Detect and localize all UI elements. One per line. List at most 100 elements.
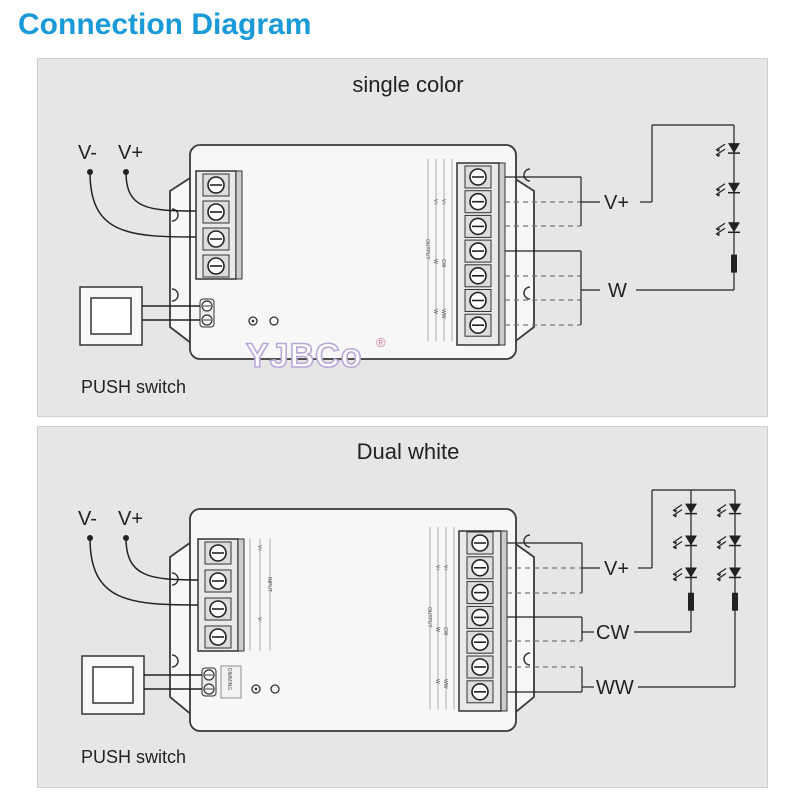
output-wiring: [505, 176, 600, 326]
led-diode-icon: [716, 535, 741, 550]
mount-notch: [523, 652, 531, 666]
silk-cw: CW: [440, 259, 446, 268]
resistor-icon: [688, 592, 694, 611]
silk-ww: WW: [440, 309, 446, 319]
silk-w: W: [432, 259, 438, 264]
terminal-screw: [202, 173, 230, 197]
led-string-warm: [716, 490, 741, 623]
switch-label: PUSH switch: [81, 747, 186, 767]
silk-output: OUTPUT: [426, 607, 432, 628]
silk-vplus: V+: [440, 199, 446, 205]
resistor-icon: [732, 592, 738, 611]
section-title: Dual white: [357, 439, 460, 464]
silk-vplus: V+: [434, 565, 440, 571]
silk-ww: WW: [442, 679, 448, 689]
led-diode-icon: [672, 503, 697, 518]
page-title: Connection Diagram: [18, 8, 312, 41]
input-terminal-block: [195, 170, 243, 280]
switch-label: PUSH switch: [81, 377, 186, 397]
led-indicator: [251, 684, 261, 694]
input-label-negative: V-: [78, 508, 97, 530]
led-indicator-dot: [254, 687, 258, 691]
switch-connector: DIMMING: [201, 665, 242, 699]
wire-negative: [89, 171, 197, 238]
brand-logo: YJBCo: [246, 337, 362, 375]
terminal-screw: [466, 605, 494, 629]
terminal-screw: [464, 289, 492, 312]
output-label-cool: CW: [596, 622, 629, 644]
terminal-screw: [464, 264, 492, 288]
section-title: single color: [352, 72, 463, 97]
push-switch: [81, 655, 145, 715]
silk-w: W: [432, 309, 438, 314]
led-indicator: [248, 316, 258, 326]
silk-vplus: V+: [442, 565, 448, 571]
terminal-screw: [466, 630, 494, 654]
push-switch: [79, 286, 143, 346]
led-indicator: [270, 684, 280, 694]
terminal-screw: [202, 227, 230, 251]
silk-vminus: V-: [256, 617, 262, 622]
terminal-screw: [204, 541, 232, 565]
led-diode-icon: [715, 222, 740, 237]
terminal-screw: [464, 214, 492, 238]
silk-cw: CW: [442, 627, 448, 636]
silk-vplus: V+: [432, 199, 438, 205]
controller-body: [189, 144, 517, 360]
output-silk-strip: V+ V+ OUTPUT W CW W WW: [426, 527, 455, 709]
output-label-common: V+: [604, 558, 629, 580]
mount-notch: [171, 654, 179, 668]
terminal-screw: [202, 254, 230, 278]
terminal-screw: [464, 165, 492, 189]
led-diode-icon: [716, 503, 741, 518]
led-indicator: [269, 316, 279, 326]
terminal-screw: [466, 556, 494, 580]
led-diode-icon: [715, 143, 740, 158]
output-terminal-block: [456, 162, 506, 346]
silk-vplus: V+: [256, 545, 262, 551]
output-label-common: V+: [604, 192, 629, 214]
dual-white-diagram: Dual white V+ INPUT V- V+ V+ OUTPUT W CW…: [78, 439, 741, 767]
output-wiring: [507, 542, 600, 693]
input-label-negative: V-: [78, 142, 97, 164]
wire-positive: [125, 171, 197, 212]
silk-output: OUTPUT: [424, 239, 430, 260]
input-terminal-block: [197, 538, 245, 652]
output-terminal-block: [458, 530, 508, 712]
mount-notch: [171, 208, 179, 222]
single-color-diagram: single color V+ V+ OUTPUT W CW W WW: [78, 72, 740, 397]
led-indicator-dot: [251, 319, 255, 323]
led-string-cool: [672, 490, 697, 623]
terminal-screw: [464, 313, 492, 337]
silk-w: W: [434, 679, 440, 684]
input-label-positive: V+: [118, 508, 143, 530]
mount-notch: [171, 288, 179, 302]
terminal-screw: [202, 200, 230, 224]
mount-notch: [523, 286, 531, 300]
terminal-screw: [204, 597, 232, 621]
wire-positive: [125, 537, 199, 581]
input-silk-strip: V+ INPUT V-: [249, 539, 272, 651]
led-diode-icon: [716, 567, 741, 582]
mount-notch: [523, 168, 531, 182]
terminal-screw: [466, 680, 494, 704]
terminal-screw: [466, 531, 494, 555]
registered-mark: ®: [376, 335, 386, 350]
led-diode-icon: [672, 567, 697, 582]
wire-negative: [89, 537, 199, 606]
dual-white-panel: Dual white V+ INPUT V- V+ V+ OUTPUT W CW…: [37, 426, 768, 788]
resistor-icon: [731, 254, 737, 273]
output-silk-strip: V+ V+ OUTPUT W CW W WW: [424, 159, 453, 341]
silk-dimming: DIMMING: [226, 668, 232, 690]
terminal-screw: [204, 569, 232, 593]
silk-input: INPUT: [266, 577, 272, 592]
terminal-screw: [464, 239, 492, 263]
output-label-warm: WW: [596, 677, 634, 699]
switch-connector: [199, 298, 215, 328]
controller-body: [189, 508, 517, 732]
mount-notch: [523, 534, 531, 548]
led-string: [715, 125, 740, 290]
terminal-screw: [464, 190, 492, 214]
led-diode-icon: [715, 182, 740, 197]
terminal-screw: [466, 581, 494, 605]
